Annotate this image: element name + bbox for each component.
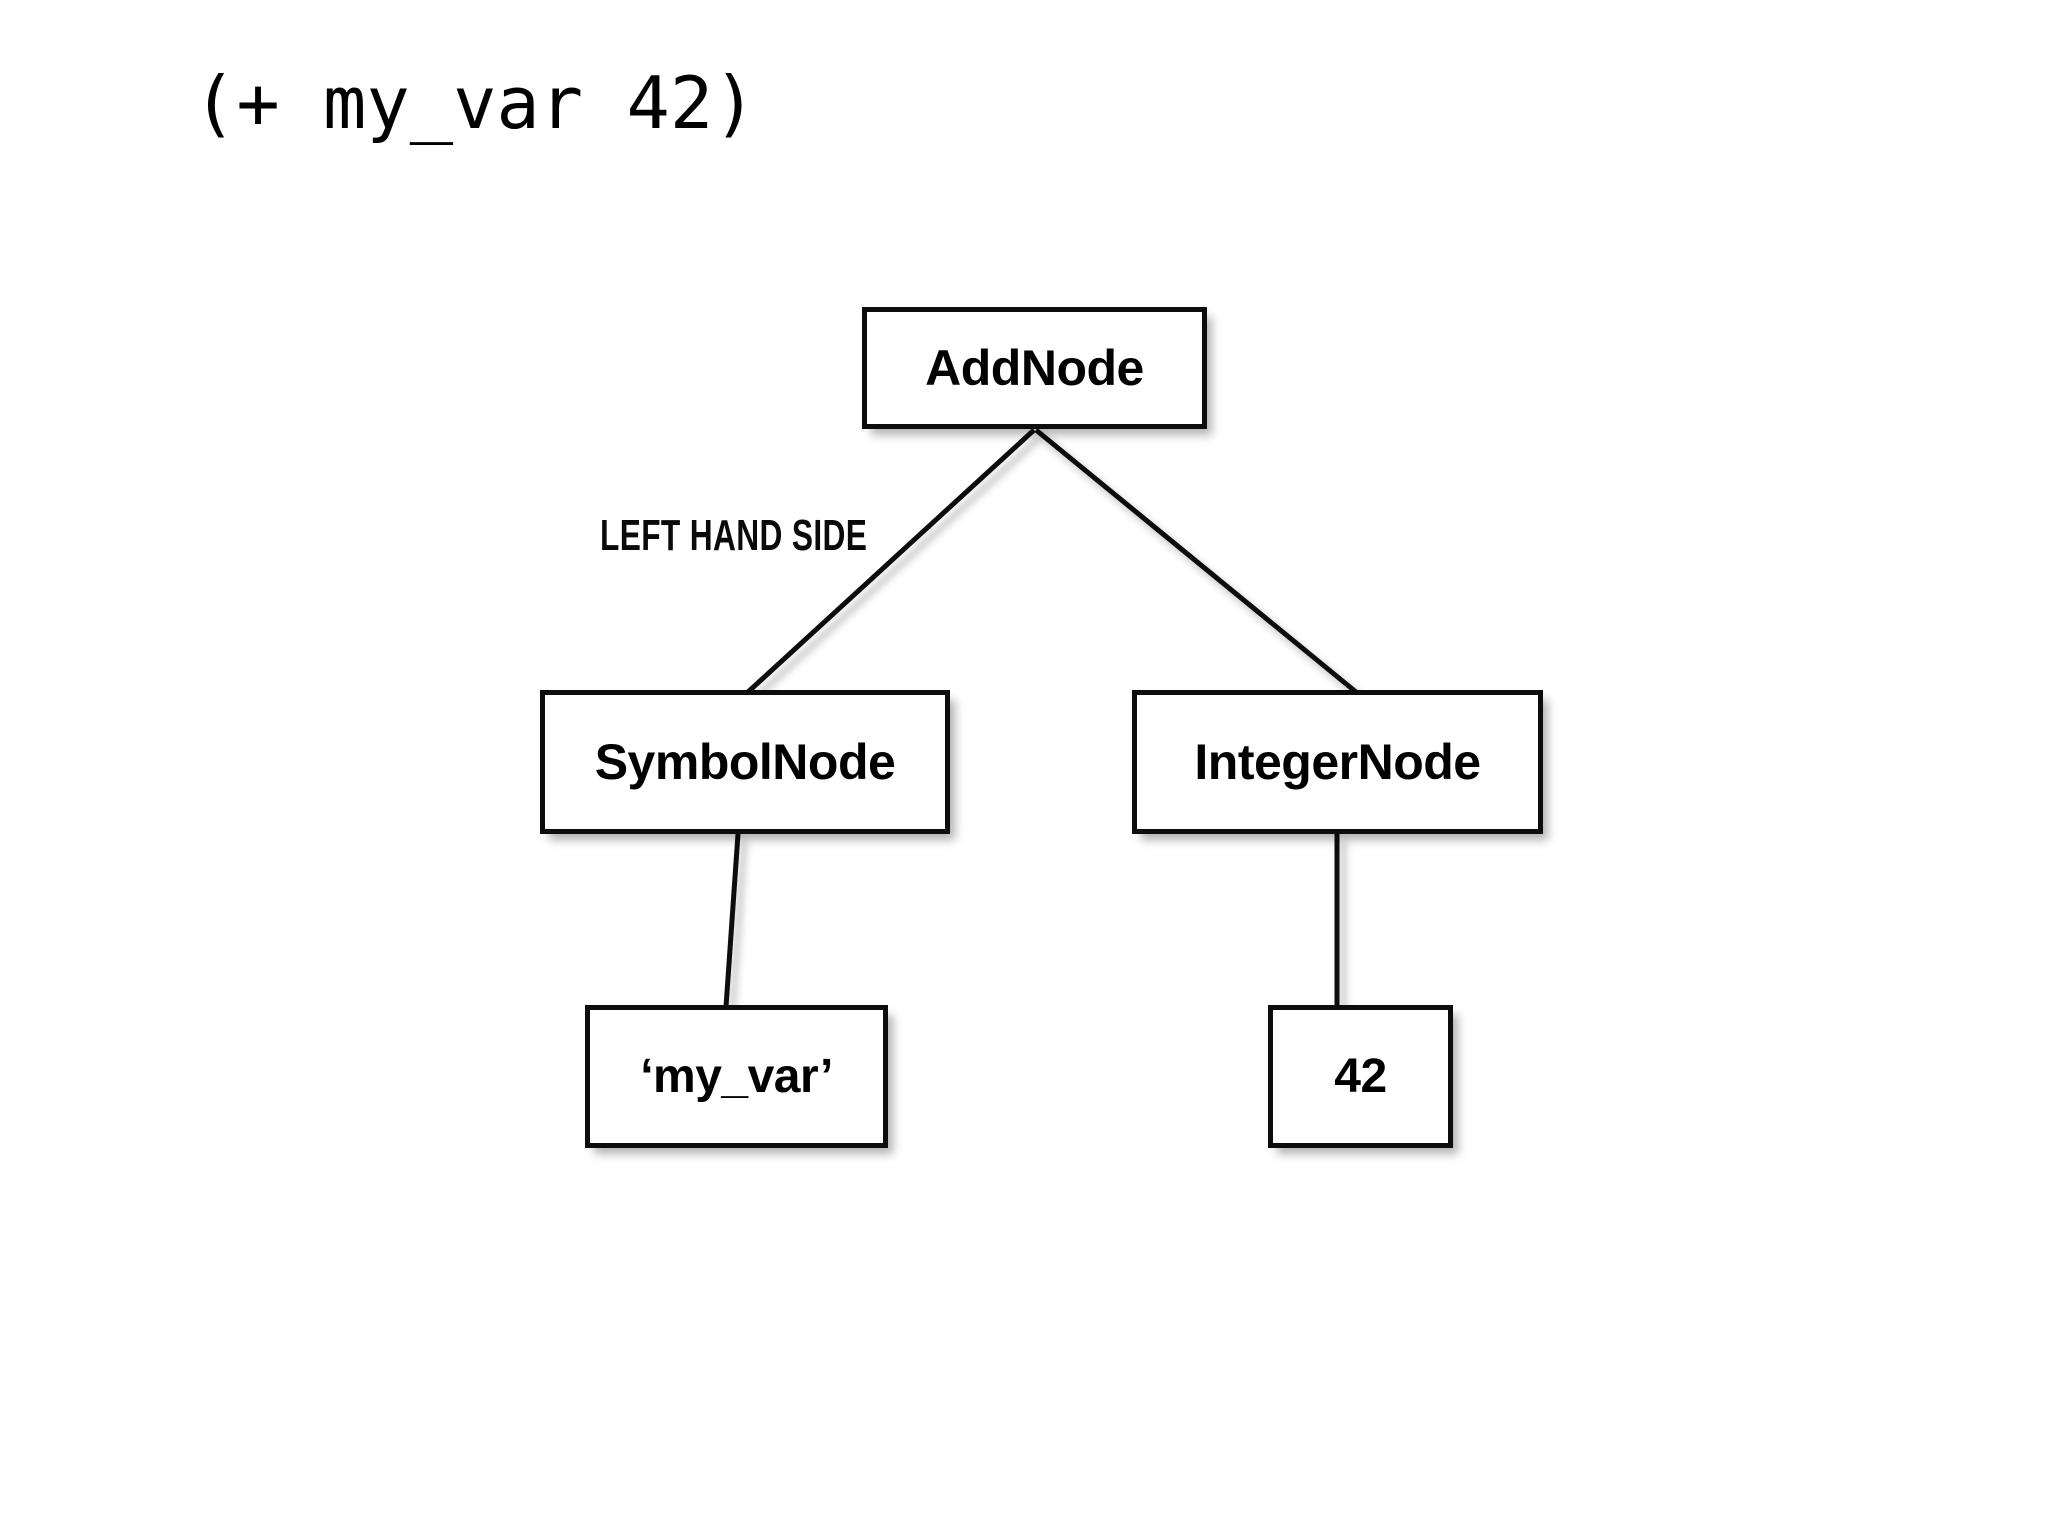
node-symbol-value[interactable]: ‘my_var’ xyxy=(585,1005,888,1148)
node-symbol[interactable]: SymbolNode xyxy=(540,690,950,834)
edge-symbol-to-value xyxy=(723,833,741,1008)
edge-add-to-integer xyxy=(1034,428,1358,694)
node-integer-label: IntegerNode xyxy=(1194,734,1481,790)
node-symbol-value-label: ‘my_var’ xyxy=(640,1050,833,1103)
source-expression-text: (+ my_var 42) xyxy=(193,61,757,145)
node-integer-value[interactable]: 42 xyxy=(1268,1005,1453,1148)
edge-add-to-symbol xyxy=(746,428,1036,694)
node-symbol-label: SymbolNode xyxy=(594,734,896,790)
edge-label-left-hand-side: LEFT HAND SIDE xyxy=(600,511,868,560)
node-add[interactable]: AddNode xyxy=(862,307,1207,429)
node-integer[interactable]: IntegerNode xyxy=(1132,690,1543,834)
node-integer-value-label: 42 xyxy=(1334,1050,1387,1103)
node-add-label: AddNode xyxy=(925,340,1144,396)
